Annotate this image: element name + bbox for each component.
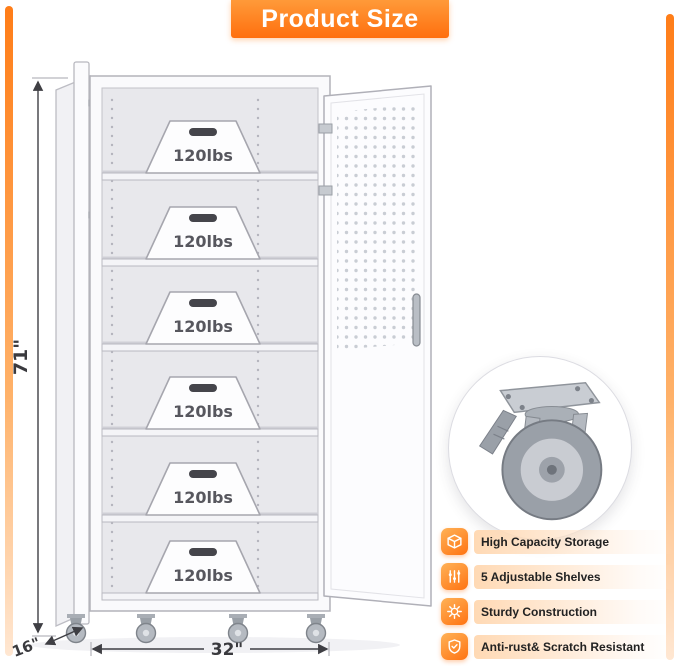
caster-wheels [65, 614, 327, 644]
weight-label: 120lbs [173, 402, 233, 421]
right-accent-bar [666, 14, 674, 660]
depth-dimension-label: 16" [10, 634, 43, 661]
caster [305, 614, 327, 644]
feature-item-sturdy: Sturdy Construction [441, 598, 674, 625]
feature-list: High Capacity Storage 5 Adjustable Shelv… [441, 528, 674, 660]
pegboard-holes [337, 104, 418, 350]
hinge-icon [318, 123, 333, 134]
weight: 120lbs [145, 462, 261, 516]
adjustable-shelves-icon [441, 563, 468, 590]
width-dimension: 32" [90, 640, 330, 660]
product-size-banner: Product Size [231, 0, 449, 38]
feature-item-storage: High Capacity Storage [441, 528, 674, 555]
height-dimension-label: 71" [10, 339, 32, 375]
cabinet-diagram: 120lbs 120lbs 120lbs 120lbs 120lbs 120lb… [10, 61, 432, 661]
right-door-open [318, 85, 432, 607]
weight: 120lbs [145, 291, 261, 345]
weight-label: 120lbs [173, 232, 233, 251]
caster-closeup-inset [448, 356, 632, 540]
feature-label: High Capacity Storage [474, 529, 674, 554]
shield-icon [441, 633, 468, 660]
caster [135, 614, 157, 644]
weight: 120lbs [145, 540, 261, 594]
shelf-weights: 120lbs 120lbs 120lbs 120lbs 120lbs 120lb… [145, 120, 261, 594]
storage-box-icon [441, 528, 468, 555]
feature-item-antirust: Anti-rust& Scratch Resistant [441, 633, 674, 660]
caster [227, 614, 249, 644]
width-dimension-label: 32" [211, 640, 244, 660]
weight-label: 120lbs [173, 146, 233, 165]
caster-wheel-illustration [478, 381, 603, 521]
brake-lever [478, 409, 517, 455]
weight-label: 120lbs [173, 566, 233, 585]
left-accent-bar [5, 6, 13, 656]
weight-label: 120lbs [173, 317, 233, 336]
weight-label: 120lbs [173, 488, 233, 507]
weight: 120lbs [145, 120, 261, 174]
sturdy-gear-icon [441, 598, 468, 625]
banner-title: Product Size [261, 4, 419, 33]
feature-label: Anti-rust& Scratch Resistant [474, 634, 674, 659]
weight: 120lbs [145, 206, 261, 260]
door-handle [412, 293, 421, 347]
feature-item-shelves: 5 Adjustable Shelves [441, 563, 674, 590]
feature-label: 5 Adjustable Shelves [474, 564, 674, 589]
height-dimension: 71" [10, 77, 68, 637]
weight: 120lbs [145, 376, 261, 430]
feature-label: Sturdy Construction [474, 599, 674, 624]
hinge-icon [318, 185, 333, 196]
